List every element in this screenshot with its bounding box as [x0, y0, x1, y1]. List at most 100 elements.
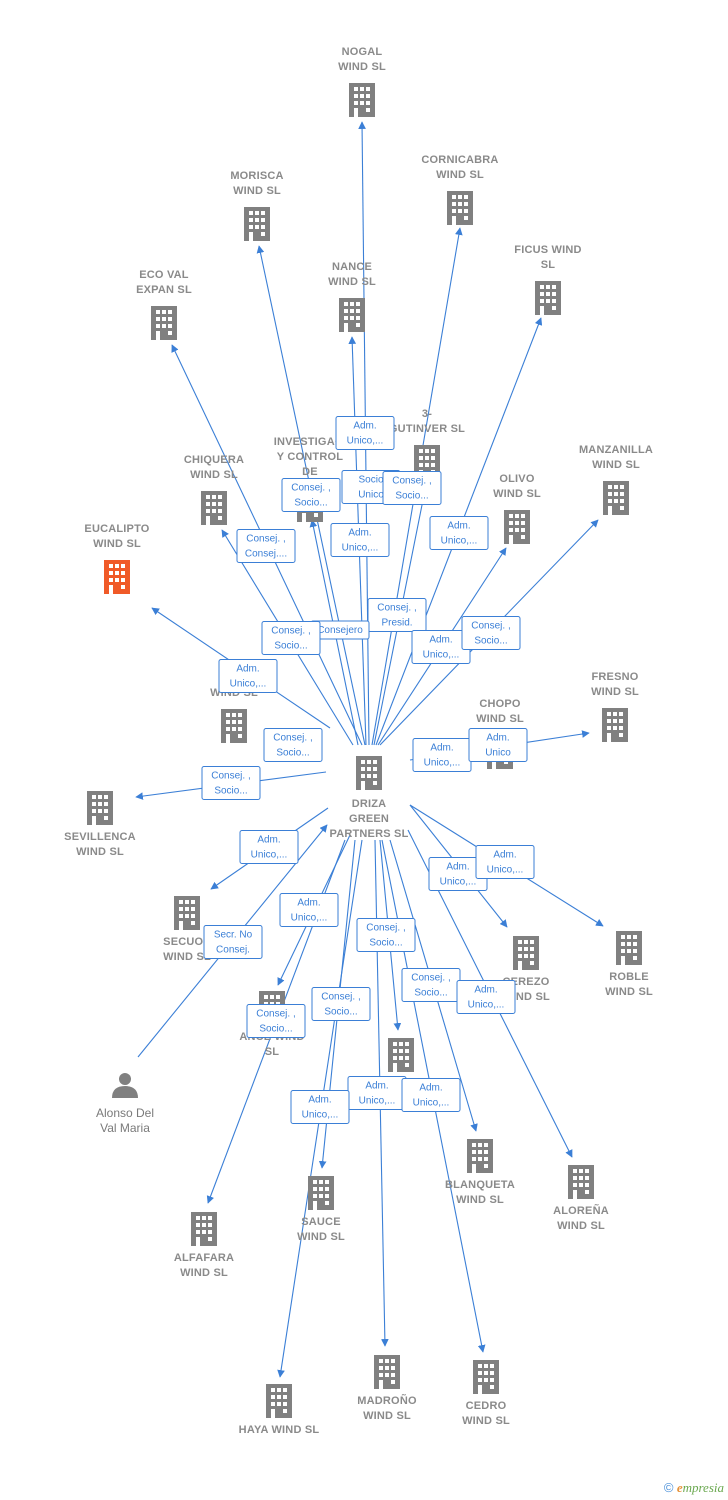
- edge-role-label[interactable]: Adm.Unico,...: [218, 659, 278, 693]
- edge-role-label[interactable]: Adm.Unico,...: [456, 980, 516, 1014]
- node-label-line: HAYA WIND SL: [239, 1424, 320, 1436]
- building-icon: [174, 896, 200, 930]
- building-icon: [87, 791, 113, 825]
- edge-role-label[interactable]: Consej. ,Socio...: [201, 766, 261, 800]
- edge-role-label[interactable]: Consej. ,Socio...: [401, 968, 461, 1002]
- footer-brand[interactable]: © empresia: [664, 1480, 724, 1496]
- building-icon: [104, 560, 130, 594]
- edge-role-text: Consej. ,: [321, 992, 360, 1003]
- node-label-line: CHOPO: [479, 698, 521, 710]
- edge-role-label[interactable]: Consej. ,Presid.: [367, 598, 427, 632]
- edge-role-label[interactable]: Adm.Unico,...: [335, 416, 395, 450]
- node-label-line: SL: [541, 259, 556, 271]
- edge-role-label[interactable]: Adm.Unico,...: [412, 738, 472, 772]
- edge-role-text: Unico,...: [359, 1096, 396, 1107]
- node-label-line: Y CONTROL: [277, 451, 343, 463]
- edge-role-label[interactable]: Consej. ,Socio...: [261, 621, 321, 655]
- edge-role-label[interactable]: Consej. , Socio...: [263, 728, 323, 762]
- edge-role-label[interactable]: Secr. No Consej.: [203, 925, 263, 959]
- edge-role-label[interactable]: Consej. ,Socio...: [246, 1004, 306, 1038]
- node-label-line: WIND SL: [605, 986, 653, 998]
- edge-role-label[interactable]: Adm.Unico,...: [401, 1078, 461, 1112]
- node-label-line: EXPAN SL: [136, 284, 192, 296]
- building-icon: [374, 1355, 400, 1389]
- edge-role-text: Consej. ,: [211, 771, 250, 782]
- edge-role-label[interactable]: Adm.Unico,...: [347, 1076, 407, 1110]
- building-icon: [266, 1384, 292, 1418]
- edge-role-text: Socio: [358, 475, 383, 486]
- edge-role-label[interactable]: Adm.Unico: [468, 728, 528, 762]
- node-label-line: MADROÑO: [357, 1394, 417, 1407]
- node-label-line: WIND SL: [190, 469, 238, 481]
- node-gutinver[interactable]: 3-GUTINVER SL: [389, 408, 465, 479]
- edge-role-text: Consej. ,: [377, 603, 416, 614]
- edge-role-label[interactable]: Consej. ,Socio...: [461, 616, 521, 650]
- edge-role-text: Adm.: [236, 664, 259, 675]
- edge-role-label[interactable]: Adm. Unico,...: [239, 830, 299, 864]
- edge-role-text: Consej. ,: [273, 733, 312, 744]
- building-icon: [356, 756, 382, 790]
- edge-role-text: Adm.: [257, 835, 280, 846]
- node-unnamed[interactable]: [388, 1038, 414, 1072]
- edge-role-label[interactable]: Consej. ,Socio...: [382, 471, 442, 505]
- edge-role-label[interactable]: Consej. ,Socio...: [281, 478, 341, 512]
- edge-role-label[interactable]: Adm.Unico,...: [411, 630, 471, 664]
- node-label-line: CEDRO: [466, 1400, 507, 1412]
- edge-role-label[interactable]: Consej. ,Consej....: [236, 529, 296, 563]
- building-icon: [349, 83, 375, 117]
- edge-role-text: Secr. No: [214, 930, 253, 941]
- edge-role-label[interactable]: Adm.Unico,...: [330, 523, 390, 557]
- building-icon: [568, 1165, 594, 1199]
- node-label-line: DRIZA: [352, 798, 387, 810]
- node-label-line: WIND SL: [180, 1267, 228, 1279]
- edge-role-label[interactable]: Adm.Unico,...: [475, 845, 535, 879]
- edge-role-label[interactable]: Adm.Unico,...: [279, 893, 339, 927]
- building-icon: [388, 1038, 414, 1072]
- edge-role-text: Consej....: [245, 549, 287, 560]
- node-haya[interactable]: HAYA WIND SL: [239, 1384, 320, 1436]
- edge-role-text: Consej.: [216, 945, 250, 956]
- edge-role-text: Unico,...: [342, 543, 379, 554]
- edge-role-text: Consejero: [317, 625, 363, 636]
- edge-role-label[interactable]: Consej. ,Socio...: [311, 987, 371, 1021]
- edge-role-text: Consej. ,: [291, 483, 330, 494]
- edge-role-text: Unico,...: [302, 1110, 339, 1121]
- edge-role-text: Unico,...: [413, 1098, 450, 1109]
- node-label-line: WIND SL: [163, 951, 211, 963]
- edge-role-text: Unico,...: [251, 850, 288, 861]
- edge-role-text: Socio...: [276, 748, 309, 759]
- edge-role-text: Consej. ,: [392, 476, 431, 487]
- edge-role-label[interactable]: Adm.Unico,...: [290, 1090, 350, 1124]
- edge-role-label[interactable]: Adm.Unico,...: [428, 857, 488, 891]
- building-icon: [513, 936, 539, 970]
- edge-role-text: Consej. ,: [471, 621, 510, 632]
- node-label-line: INVESTIGACI: [274, 436, 347, 448]
- edge-role-label[interactable]: Consej. ,Socio...: [356, 918, 416, 952]
- edge-role-text: Unico,...: [347, 436, 384, 447]
- edge-role-label[interactable]: Adm.Unico,...: [429, 516, 489, 550]
